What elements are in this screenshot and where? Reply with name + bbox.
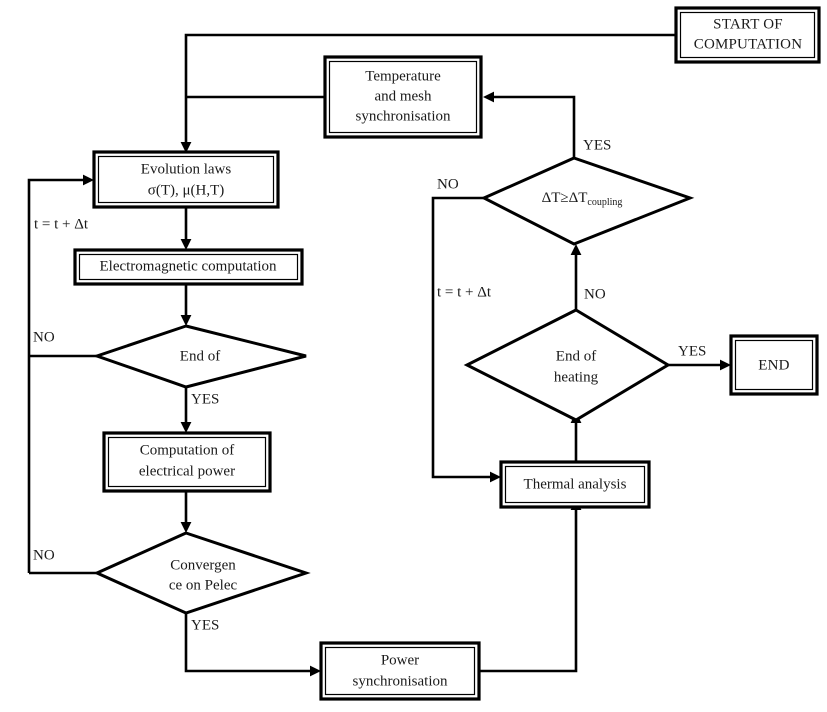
node-electromagnetic-computation[interactable]: Electromagnetic computation xyxy=(73,248,304,286)
node-start-line1: START OF xyxy=(713,16,783,32)
node-tempsync-line2: and mesh xyxy=(374,88,432,104)
node-temperature-mesh-sync[interactable]: Temperature and mesh synchronisation xyxy=(323,55,483,139)
edge-em-to-endof xyxy=(180,283,192,326)
edge-start-to-evolution xyxy=(180,33,676,153)
edge-evolution-to-em xyxy=(180,207,192,250)
node-dt-subscript: coupling xyxy=(587,197,622,208)
label-time-increment-right: t = t + Δt xyxy=(437,284,492,300)
node-evolution-line2: σ(T), μ(H,T) xyxy=(148,182,225,198)
edge-left-rail-loop xyxy=(27,174,94,573)
edge-endheating-yes xyxy=(668,359,731,371)
label-time-increment-left: t = t + Δt xyxy=(34,216,89,232)
node-endof-line1: End of xyxy=(180,348,220,364)
label-no-end-of: NO xyxy=(33,329,55,345)
node-powercomp-line2: electrical power xyxy=(139,463,235,479)
label-yes-convergence: YES xyxy=(191,617,219,633)
label-no-heating: NO xyxy=(584,286,606,302)
node-endheating-line1: End of xyxy=(556,348,596,364)
node-thermal-analysis[interactable]: Thermal analysis xyxy=(499,460,651,509)
edge-dt-no xyxy=(431,196,501,483)
label-yes-end-of: YES xyxy=(191,391,219,407)
node-endheating-line2: heating xyxy=(554,369,599,385)
node-end-of-decision[interactable]: End of xyxy=(92,324,307,389)
node-end-line1: END xyxy=(758,357,789,373)
node-powersync-line1: Power xyxy=(381,652,419,668)
node-convergence-line1: Convergen xyxy=(170,557,236,573)
node-evolution-laws[interactable]: Evolution laws σ(T), μ(H,T) xyxy=(92,150,280,209)
label-yes-dt: YES xyxy=(583,137,611,153)
label-no-convergence: NO xyxy=(33,547,55,563)
edge-powersync-to-thermal xyxy=(479,499,582,673)
node-convergence-line2: ce on Pelec xyxy=(169,577,238,593)
node-start-line2: COMPUTATION xyxy=(694,36,803,52)
node-dt-main: ΔT≥ΔT xyxy=(542,190,588,206)
node-powercomp-line1: Computation of xyxy=(140,442,235,458)
node-dt-coupling-decision[interactable]: ΔT≥ΔTcoupling xyxy=(480,156,695,246)
node-start-of-computation[interactable]: START OF COMPUTATION xyxy=(674,6,821,64)
node-powersync-line2: synchronisation xyxy=(353,673,448,689)
node-tempsync-line3: synchronisation xyxy=(356,108,451,124)
edge-endheating-no xyxy=(570,244,582,310)
node-power-synchronisation[interactable]: Power synchronisation xyxy=(319,641,481,701)
edge-powercomp-to-convergence xyxy=(180,491,192,533)
node-evolution-line1: Evolution laws xyxy=(141,161,232,177)
node-tempsync-line1: Temperature xyxy=(365,68,441,84)
node-end-heating-decision[interactable]: End of heating xyxy=(463,308,671,422)
node-em-line1: Electromagnetic computation xyxy=(99,258,277,274)
node-thermal-line1: Thermal analysis xyxy=(524,476,627,492)
node-convergence-decision[interactable]: Convergen ce on Pelec xyxy=(93,531,311,615)
label-yes-heating: YES xyxy=(678,343,706,359)
node-dt-expression: ΔT≥ΔTcoupling xyxy=(542,190,623,208)
label-no-dt: NO xyxy=(437,176,459,192)
edge-dt-yes xyxy=(483,91,576,158)
edge-convergence-yes xyxy=(184,613,321,677)
edge-endof-yes xyxy=(180,387,192,433)
node-computation-electrical-power[interactable]: Computation of electrical power xyxy=(102,431,272,493)
node-end[interactable]: END xyxy=(729,334,819,396)
